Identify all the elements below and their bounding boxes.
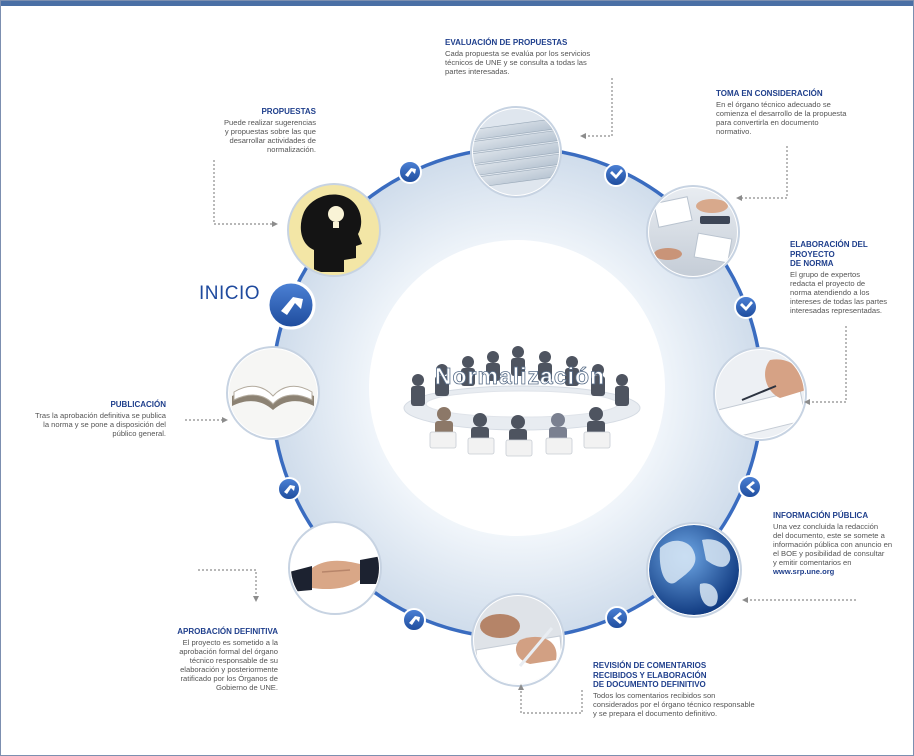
arrow-badge-icon xyxy=(605,606,629,630)
elaboracion-title: ELABORACIÓN DEL PROYECTO DE NORMA xyxy=(790,240,868,268)
arrow-badge-icon xyxy=(277,477,301,501)
evaluacion-text: Cada propuesta se evalúa por los servici… xyxy=(445,48,591,76)
publicacion-title: PUBLICACIÓN xyxy=(110,400,166,409)
annotation-elaboracion: ELABORACIÓN DEL PROYECTO DE NORMA El gru… xyxy=(790,240,912,315)
propuestas-text: Puede realizar sugerencias y propuestas … xyxy=(223,117,316,154)
step-evaluacion-image[interactable] xyxy=(470,106,562,198)
annotation-evaluacion: EVALUACIÓN DE PROPUESTAS Cada propuesta … xyxy=(445,38,645,76)
revision-title: REVISIÓN DE COMENTARIOS RECIBIDOS Y ELAB… xyxy=(593,661,707,689)
informacion-text: Una vez concluida la redacción del docum… xyxy=(773,521,893,567)
step-toma-image[interactable] xyxy=(646,185,740,279)
inicio-label: INICIO xyxy=(199,283,261,304)
arrow-badges xyxy=(266,160,762,632)
toma-text: En el órgano técnico adecuado se comienz… xyxy=(716,99,847,136)
annotation-propuestas: PROPUESTAS Puede realizar sugerencias y … xyxy=(176,107,316,154)
top-strip xyxy=(0,0,914,6)
arrow-badge-icon xyxy=(604,163,628,187)
annotation-toma: TOMA EN CONSIDERACIÓN En el órgano técni… xyxy=(716,89,886,136)
center-meeting-image: Normalización xyxy=(403,346,641,457)
annotation-publicacion: PUBLICACIÓN Tras la aprobación definitiv… xyxy=(6,400,166,438)
informacion-url-link[interactable]: www.srp.une.org xyxy=(773,566,835,576)
center-watermark: Normalización xyxy=(435,363,605,389)
informacion-title: INFORMACIÓN PÚBLICA xyxy=(773,511,869,520)
arrow-badge-icon xyxy=(398,160,422,184)
inicio-arrow-icon[interactable] xyxy=(266,280,316,330)
publicacion-text: Tras la aprobación definitiva se publica… xyxy=(35,410,166,438)
step-publicacion-book-icon[interactable] xyxy=(226,346,321,440)
arrow-badge-icon xyxy=(402,608,426,632)
evaluacion-title: EVALUACIÓN DE PROPUESTAS xyxy=(445,38,568,47)
annotation-aprobacion: APROBACIÓN DEFINITIVA El proyecto es som… xyxy=(142,627,278,692)
annotation-informacion: INFORMACIÓN PÚBLICA Una vez concluida la… xyxy=(773,511,911,576)
arrow-badge-icon xyxy=(734,295,758,319)
aprobacion-title: APROBACIÓN DEFINITIVA xyxy=(177,627,278,636)
propuestas-title: PROPUESTAS xyxy=(261,107,316,116)
elaboracion-text: El grupo de expertos redacta el proyecto… xyxy=(790,269,888,315)
annotation-revision: REVISIÓN DE COMENTARIOS RECIBIDOS Y ELAB… xyxy=(593,661,793,718)
step-informacion-globe-icon[interactable] xyxy=(646,522,742,618)
arrow-badge-icon xyxy=(738,475,762,499)
step-propuestas-idea-icon[interactable] xyxy=(287,183,381,277)
connector-arrowheads xyxy=(222,133,810,690)
aprobacion-text: El proyecto es sometido a la aprobación … xyxy=(179,637,278,692)
step-revision-image[interactable] xyxy=(471,593,566,690)
toma-title: TOMA EN CONSIDERACIÓN xyxy=(716,89,823,98)
step-elaboracion-image[interactable] xyxy=(713,347,808,441)
step-aprobacion-handshake-icon[interactable] xyxy=(288,521,383,615)
revision-text: Todos los comentarios recibidos son cons… xyxy=(593,690,755,718)
connector-lines xyxy=(185,78,856,714)
